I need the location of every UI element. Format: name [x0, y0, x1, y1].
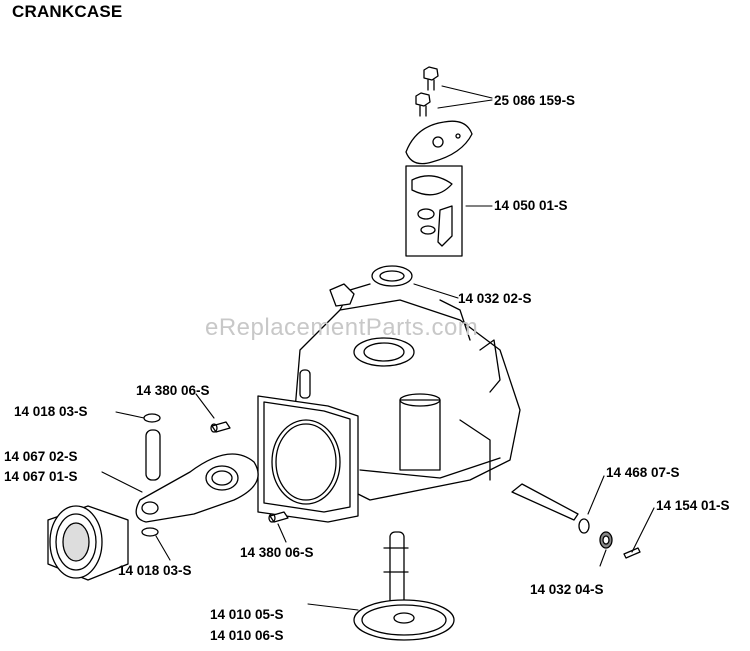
- callout-oil-seal-small[interactable]: 14 032 04-S: [530, 582, 604, 597]
- camshaft[interactable]: [353, 531, 455, 641]
- callout-camshaft-b[interactable]: 14 010 06-S: [210, 628, 284, 643]
- retainer-ring-upper[interactable]: [143, 413, 161, 423]
- callout-retainer-lower[interactable]: 14 018 03-S: [118, 563, 192, 578]
- leader-lines: [101, 85, 655, 611]
- piston[interactable]: [47, 505, 129, 581]
- cylinder-head-face: [257, 395, 359, 523]
- callout-breather[interactable]: 14 050 01-S: [494, 198, 568, 213]
- callout-governor-shaft[interactable]: 14 468 07-S: [606, 465, 680, 480]
- callout-dowel-upper[interactable]: 14 380 06-S: [136, 383, 210, 398]
- governor-shaft[interactable]: [511, 483, 579, 521]
- washer[interactable]: [578, 518, 590, 534]
- callout-bolts[interactable]: 25 086 159-S: [494, 93, 576, 108]
- bolt-part[interactable]: [415, 66, 439, 117]
- dowel-pin-upper[interactable]: [210, 421, 231, 433]
- callout-rod-a[interactable]: 14 067 02-S: [4, 449, 78, 464]
- callout-rod-b[interactable]: 14 067 01-S: [4, 469, 78, 484]
- oil-seal-top[interactable]: [371, 265, 413, 287]
- callout-dowel-lower[interactable]: 14 380 06-S: [240, 545, 314, 560]
- watermark: eReplacementParts.com: [205, 314, 479, 341]
- page-title: CRANKCASE: [12, 2, 123, 21]
- connecting-rod[interactable]: [135, 453, 259, 523]
- dowel-pin-lower[interactable]: [268, 511, 289, 523]
- callout-retainer-upper[interactable]: 14 018 03-S: [14, 404, 88, 419]
- oil-seal-small[interactable]: [599, 531, 613, 549]
- retainer-ring-lower[interactable]: [141, 527, 159, 537]
- breather-assembly[interactable]: [405, 165, 463, 257]
- breather-plate[interactable]: [405, 120, 473, 165]
- pin-part[interactable]: [623, 547, 641, 559]
- callout-camshaft-a[interactable]: 14 010 05-S: [210, 607, 284, 622]
- callout-oil-seal-top[interactable]: 14 032 02-S: [458, 291, 532, 306]
- callout-pin[interactable]: 14 154 01-S: [656, 498, 730, 513]
- piston-pin[interactable]: [145, 429, 161, 481]
